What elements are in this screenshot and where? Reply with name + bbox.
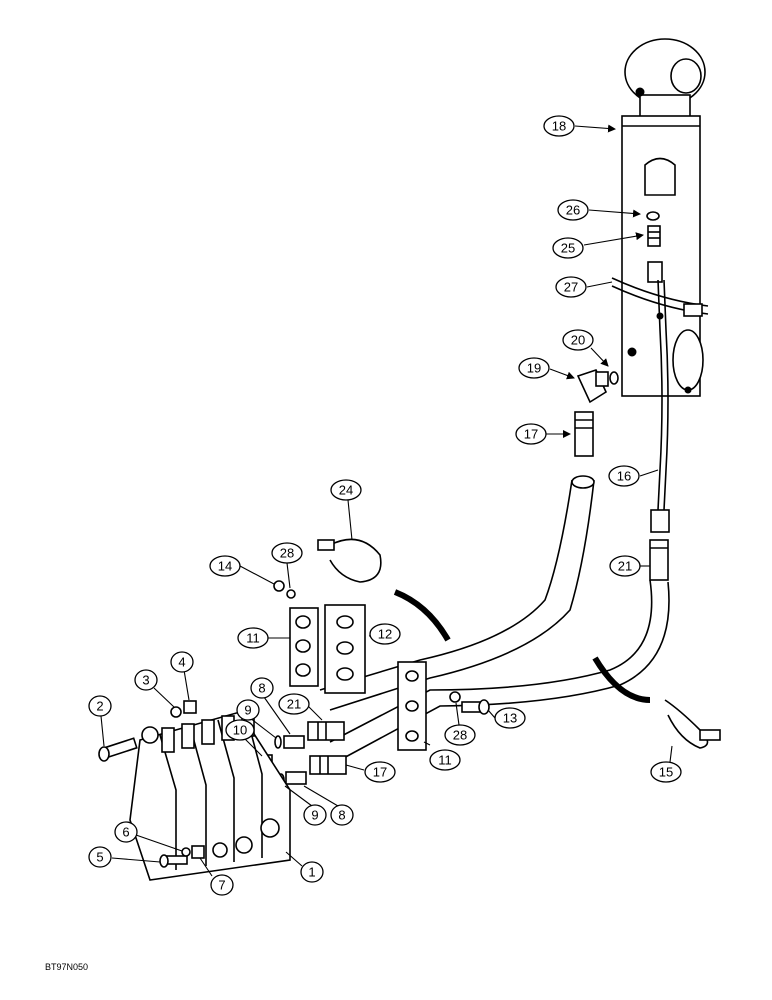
svg-text:28: 28	[453, 728, 467, 743]
callout-16: 16	[608, 465, 659, 487]
callout-1: 1	[285, 851, 324, 883]
svg-text:19: 19	[527, 361, 541, 376]
hose-end-fitting-21-upper	[649, 539, 669, 581]
svg-text:5: 5	[96, 850, 103, 865]
callout-11-upper: 11	[237, 627, 290, 649]
svg-text:26: 26	[566, 203, 580, 218]
clamp-half-11-upper	[289, 607, 319, 687]
svg-text:8: 8	[258, 681, 265, 696]
svg-text:10: 10	[233, 723, 247, 738]
svg-text:17: 17	[524, 427, 538, 442]
hose-end-fitting-21-lower	[307, 721, 345, 741]
hydraulic-cylinder	[621, 38, 706, 397]
callout-21-lower: 21	[278, 693, 323, 721]
svg-text:14: 14	[218, 559, 232, 574]
o-ring-9-upper	[274, 735, 282, 749]
callout-27: 27	[555, 276, 613, 298]
spacer-7	[191, 845, 205, 859]
callout-24: 24	[330, 479, 362, 541]
tie-strap-24	[317, 538, 382, 583]
svg-text:12: 12	[378, 627, 392, 642]
routing-arrow-left	[393, 589, 451, 642]
callout-17-lower: 17	[345, 761, 396, 783]
svg-text:25: 25	[561, 241, 575, 256]
hose-end-fitting-17-upper	[574, 411, 594, 457]
control-valve-assembly	[129, 711, 291, 881]
svg-text:15: 15	[659, 765, 673, 780]
callout-3: 3	[134, 669, 175, 708]
svg-text:20: 20	[571, 333, 585, 348]
callout-14: 14	[209, 555, 275, 585]
callout-15: 15	[650, 745, 682, 783]
adapter-8-lower	[285, 771, 307, 785]
clamp-half-12	[324, 604, 366, 694]
callout-18: 18	[543, 115, 616, 137]
callout-8-lower: 8	[303, 785, 354, 826]
svg-text:4: 4	[178, 655, 185, 670]
washer-6	[181, 847, 191, 857]
svg-text:27: 27	[564, 280, 578, 295]
svg-text:1: 1	[308, 865, 315, 880]
svg-text:28: 28	[280, 546, 294, 561]
callout-19: 19	[518, 357, 575, 380]
svg-text:6: 6	[122, 825, 129, 840]
callout-26: 26	[557, 199, 641, 221]
tie-strap-15	[664, 699, 721, 749]
callout-8-upper: 8	[250, 677, 291, 735]
svg-text:16: 16	[617, 469, 631, 484]
callout-4: 4	[170, 651, 194, 701]
callout-28-upper: 28	[271, 542, 303, 589]
svg-text:13: 13	[503, 711, 517, 726]
bolt-2	[98, 737, 138, 762]
svg-text:7: 7	[218, 878, 225, 893]
o-ring-20	[609, 371, 619, 385]
washer-28-lower	[449, 691, 461, 703]
bolt-13	[461, 699, 490, 715]
callout-6: 6	[114, 821, 183, 852]
callout-11-lower: 11	[423, 741, 461, 771]
callout-20: 20	[562, 329, 609, 367]
svg-text:18: 18	[552, 119, 566, 134]
fitting-25	[647, 225, 661, 247]
svg-text:8: 8	[338, 808, 345, 823]
svg-text:2: 2	[96, 699, 103, 714]
callout-5: 5	[88, 846, 161, 868]
callout-9-lower: 9	[284, 785, 327, 826]
svg-text:9: 9	[311, 808, 318, 823]
callout-12: 12	[368, 623, 401, 645]
callout-25: 25	[552, 232, 644, 259]
callout-13: 13	[487, 707, 526, 729]
svg-text:21: 21	[287, 697, 301, 712]
callout-9-upper: 9	[236, 699, 277, 739]
clamp-half-11-lower	[397, 661, 427, 751]
callout-28-lower: 28	[444, 702, 476, 746]
washer-28-upper	[286, 589, 296, 599]
nut-14	[273, 580, 285, 592]
o-ring-26	[646, 211, 660, 221]
callout-2: 2	[88, 695, 112, 747]
svg-text:24: 24	[339, 483, 353, 498]
steel-tube-16	[650, 279, 670, 533]
svg-text:11: 11	[438, 753, 452, 768]
callout-7: 7	[199, 857, 234, 896]
drawing-code: BT97N050	[45, 962, 88, 972]
elbow-fitting-19	[576, 369, 609, 404]
nut-4	[183, 700, 197, 714]
bolt-5	[159, 854, 188, 868]
callout-10: 10	[225, 719, 263, 757]
svg-text:17: 17	[373, 765, 387, 780]
svg-text:11: 11	[246, 631, 260, 646]
svg-text:21: 21	[618, 559, 632, 574]
hose-end-fitting-17-lower	[309, 755, 347, 775]
svg-text:3: 3	[142, 673, 149, 688]
washer-3	[170, 706, 182, 718]
adapter-8-upper	[283, 735, 305, 749]
tube-clamp-27	[611, 261, 709, 317]
svg-text:9: 9	[244, 703, 251, 718]
routing-arrow-right	[592, 656, 651, 703]
callout-17-upper: 17	[515, 423, 571, 445]
callout-21-upper: 21	[609, 555, 650, 577]
